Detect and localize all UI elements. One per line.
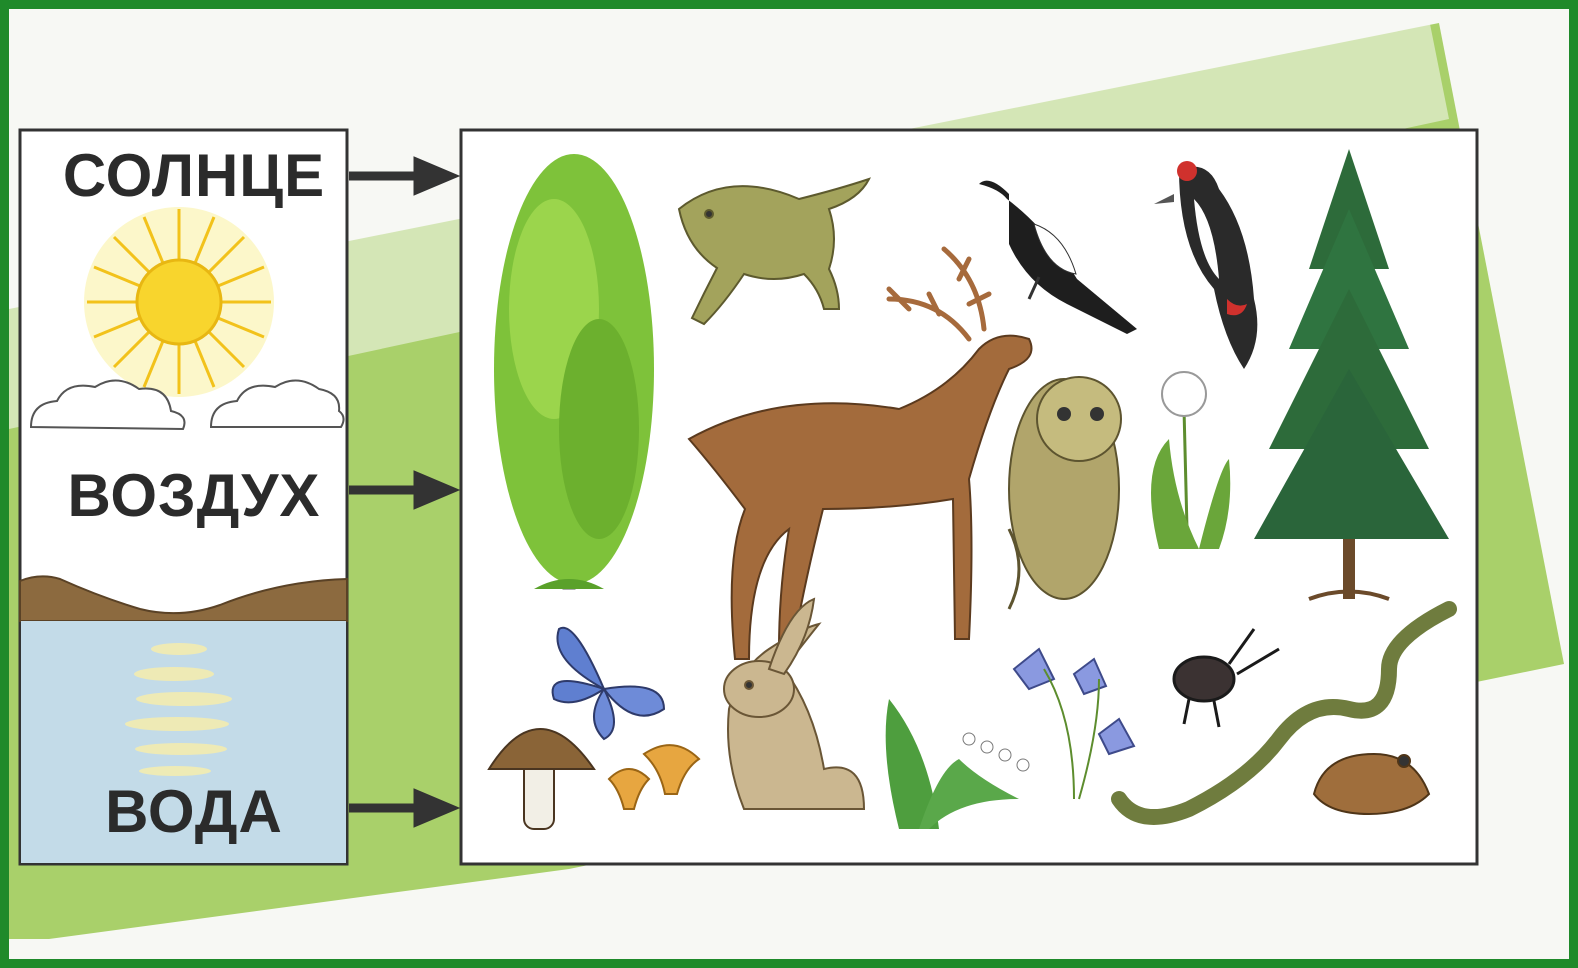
factor-label-water: ВОДА	[29, 777, 359, 846]
factor-label-sun: СОЛНЦЕ	[29, 141, 359, 210]
sun-icon	[84, 207, 274, 397]
living-nature-panel	[461, 130, 1477, 864]
factor-label-air: ВОЗДУХ	[29, 461, 359, 530]
